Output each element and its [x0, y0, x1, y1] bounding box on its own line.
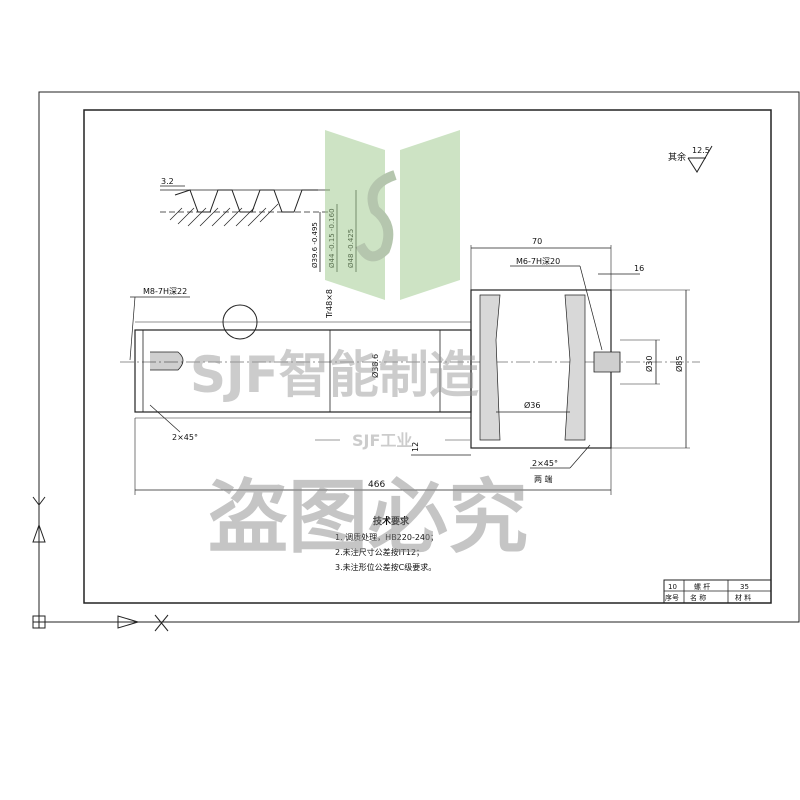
surface-finish-symbol: 其余 12.5 [668, 145, 713, 173]
nut-length: 70 [532, 237, 542, 246]
nut-outer-diameter: Ø85 [674, 356, 684, 372]
nut-chamfer: 2×45° [532, 459, 558, 468]
shaft-tapped-hole: M8-7H深22 [143, 287, 187, 296]
title-block-material: 35 [740, 583, 749, 591]
notes-title: 技术要求 [373, 515, 410, 527]
watermark-sub: SJF工业 [352, 431, 412, 450]
total-length: 466 [368, 480, 385, 490]
outer-frame [38, 91, 800, 623]
nut-chamfer-note: 两 端 [534, 474, 553, 484]
title-block-no-header: 序号 [665, 593, 679, 602]
surface-finish-label: 其余 [668, 151, 686, 163]
nut-tapped-hole: M6-7H深20 [516, 257, 560, 266]
nut-d30: Ø30 [644, 356, 654, 372]
shaft-diameter: Ø38.6 [370, 354, 380, 378]
title-block-name: 螺 杆 [694, 582, 710, 591]
note-1: 1. 调质处理，HB220-240； [335, 532, 438, 542]
note-3: 3.未注形位公差按C级要求。 [335, 562, 436, 572]
nut-section [470, 289, 621, 449]
technical-notes: 技术要求 1. 调质处理，HB220-240； 2.未注尺寸公差按IT12； 3… [335, 515, 438, 572]
watermark: SJF智能制造 SJF工业 盗图必究 [190, 130, 528, 564]
thread-dim-d2: Ø39.6 -0.495 [311, 222, 319, 268]
shaft-thread-spec: Tr48×8 [325, 289, 334, 319]
inner-frame [83, 109, 772, 604]
note-2: 2.未注尺寸公差按IT12； [335, 547, 424, 557]
title-block-name-header: 名 称 [690, 593, 706, 602]
watermark-warning: 盗图必究 [208, 471, 528, 564]
title-block-no: 10 [668, 583, 677, 591]
watermark-brand: SJF智能制造 [190, 346, 479, 404]
surface-finish-value: 12.5 [692, 146, 710, 155]
nut-dim-16: 16 [634, 264, 644, 273]
shaft-chamfer: 2×45° [172, 433, 198, 442]
thread-roughness: 3.2 [161, 177, 174, 186]
nut-d36: Ø36 [524, 400, 540, 410]
title-block: 10 螺 杆 35 序号 名 称 材 料 [663, 579, 772, 604]
screw-shaft [120, 304, 700, 419]
shaft-step: 12 [411, 442, 420, 452]
title-block-material-header: 材 料 [735, 593, 751, 602]
ucs-icon [32, 496, 169, 632]
